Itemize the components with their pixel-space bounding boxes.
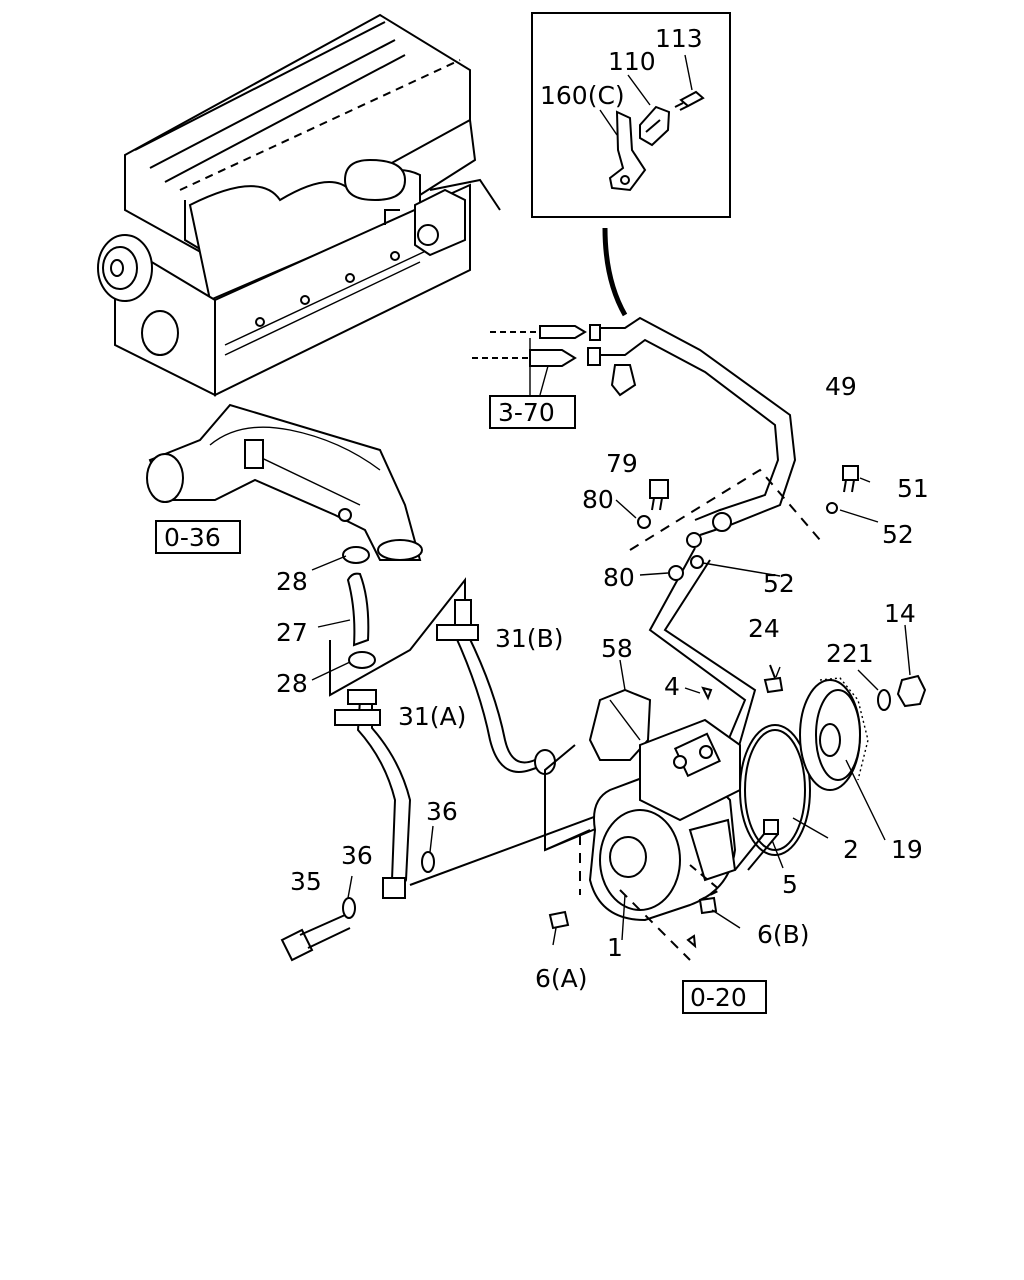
label-52-lower: 52 (763, 569, 795, 598)
label-28-lower: 28 (276, 669, 308, 698)
pipe-31a (329, 577, 471, 899)
label-35: 35 (290, 867, 322, 896)
ref-box-0-36 (155, 520, 241, 554)
ref-box-0-20 (682, 980, 767, 1014)
label-51: 51 (897, 474, 929, 503)
intake-duct (146, 403, 423, 561)
label-6b: 6(B) (757, 920, 810, 949)
eyebolt-and-seals (280, 799, 641, 962)
injection-pump (544, 718, 741, 961)
bracket-58 (588, 659, 652, 761)
label-1: 1 (607, 933, 623, 962)
label-36-right: 36 (426, 797, 458, 826)
label-31b: 31(B) (495, 624, 563, 653)
label-0-20: 0-20 (690, 983, 747, 1012)
label-113: 113 (655, 24, 703, 53)
bracket-detail-inset (531, 12, 731, 218)
fuel-pipes (587, 316, 821, 761)
label-31a: 31(A) (398, 702, 466, 731)
label-58: 58 (601, 634, 633, 663)
pump-small-parts (548, 664, 784, 949)
injectors (472, 325, 587, 396)
label-2: 2 (843, 835, 859, 864)
label-52-right: 52 (882, 520, 914, 549)
label-4: 4 (664, 672, 680, 701)
label-28-upper: 28 (276, 567, 308, 596)
engine-block (97, 13, 501, 397)
label-49: 49 (825, 372, 857, 401)
label-24: 24 (748, 614, 780, 643)
label-19: 19 (891, 835, 923, 864)
ref-box-3-70 (489, 395, 576, 429)
label-14: 14 (884, 599, 916, 628)
label-27: 27 (276, 618, 308, 647)
label-160c: 160(C) (540, 81, 625, 110)
label-110: 110 (608, 47, 656, 76)
label-79: 79 (606, 449, 638, 478)
hose-and-clamps (311, 546, 376, 681)
label-0-36: 0-36 (164, 523, 221, 552)
detail-pointer (602, 227, 628, 317)
label-5: 5 (782, 870, 798, 899)
label-80-upper: 80 (582, 485, 614, 514)
label-6a: 6(A) (535, 964, 588, 993)
label-36-left: 36 (341, 841, 373, 870)
label-3-70: 3-70 (498, 398, 555, 427)
label-80-lower: 80 (603, 563, 635, 592)
banjo-bolts-washers (615, 465, 879, 581)
label-221: 221 (826, 639, 874, 668)
gear-oring-nut (739, 624, 927, 856)
